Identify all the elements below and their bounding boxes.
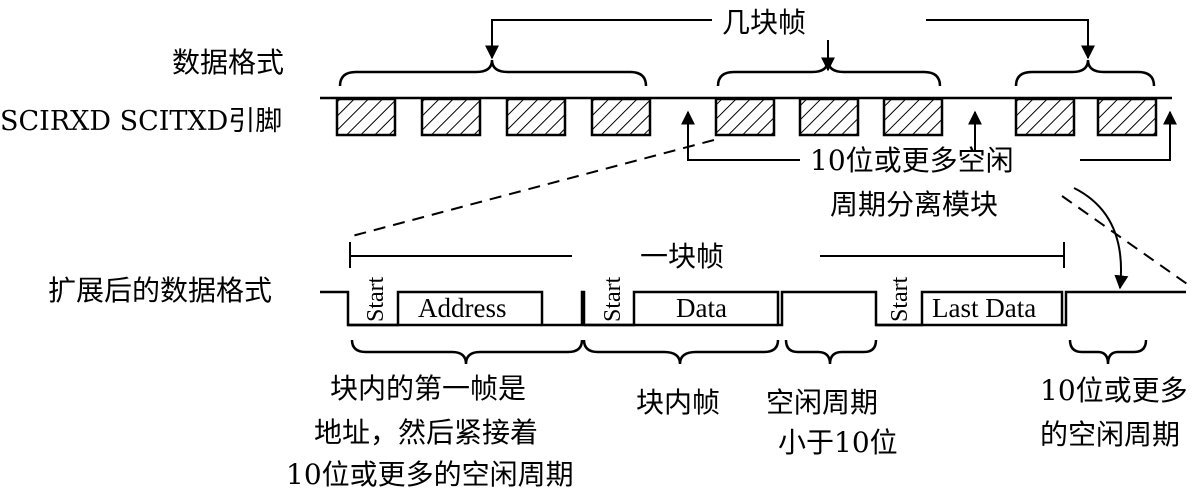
field-data: Data: [676, 293, 727, 323]
frame-box: [420, 97, 482, 137]
idle-arrows: [681, 110, 1177, 161]
idle-note-line1: 10位或更多空闲: [810, 144, 1014, 177]
frame-box: [335, 97, 397, 137]
pin-label: SCIRXD SCITXD引脚: [0, 106, 282, 137]
first-frame-line3: 10位或更多的空闲周期: [286, 458, 574, 490]
long-idle-line2: 的空闲周期: [1040, 418, 1180, 451]
hatched-frames: [335, 97, 1158, 137]
idle-note-line2: 周期分离模块: [830, 188, 998, 221]
frame-box: [505, 97, 567, 137]
first-frame-line2: 地址，然后紧接着: [314, 416, 538, 449]
frame-box: [1096, 97, 1158, 137]
frame-box: [1014, 97, 1076, 137]
waveform: [320, 290, 1186, 327]
first-frame-line1: 块内的第一帧是: [330, 372, 526, 405]
bottom-braces: [350, 339, 1148, 365]
inner-frame-label: 块内帧: [636, 386, 720, 419]
frame-box: [882, 97, 944, 137]
start-bit-1: Start: [363, 276, 389, 322]
long-idle-line1: 10位或更多: [1040, 374, 1188, 407]
field-address: Address: [418, 293, 507, 323]
short-idle-line2: 小于10位: [778, 426, 898, 459]
start-bit-3: Start: [887, 276, 913, 322]
start-bit-2: Start: [600, 276, 626, 322]
zoom-line-right: [1061, 195, 1191, 287]
frame-box: [590, 97, 652, 137]
blocks-title: 几块帧: [722, 6, 806, 39]
block-braces: [338, 59, 1156, 87]
zoom-line-left: [351, 139, 715, 237]
frame-box: [714, 97, 776, 137]
field-last-data: Last Data: [932, 293, 1036, 323]
format-label: 数据格式: [172, 46, 284, 79]
short-idle-line1: 空闲周期: [766, 386, 878, 419]
curved-arrow: [1073, 187, 1129, 290]
expanded-label: 扩展后的数据格式: [48, 274, 272, 307]
frame-box: [798, 97, 860, 137]
block-span: [349, 242, 1065, 268]
block-span-label: 一块帧: [640, 240, 724, 273]
